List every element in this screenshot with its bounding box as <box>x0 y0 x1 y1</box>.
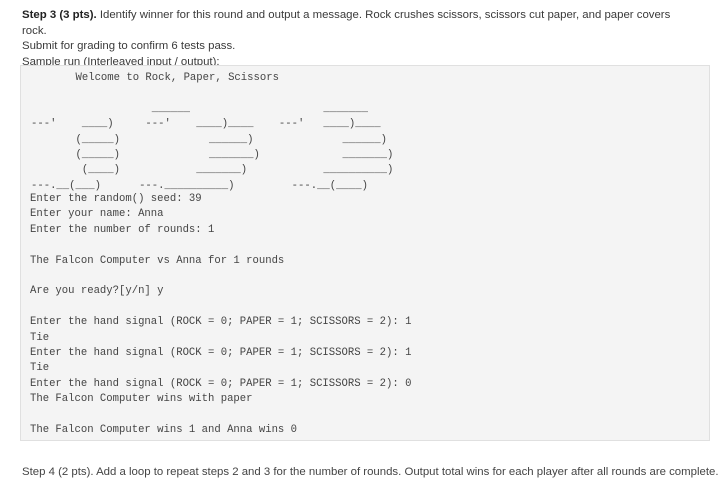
console-line: Enter the random() seed: 39 <box>30 193 202 205</box>
console-line <box>30 300 411 315</box>
console-line: The Falcon Computer wins 1 and Anna wins… <box>30 423 298 436</box>
step-3-text: Identify winner for this round and outpu… <box>22 9 671 37</box>
console-line: Enter the hand signal (ROCK = 0; PAPER =… <box>30 377 412 390</box>
step-3-instructions: Step 3 (3 pts). Identify winner for this… <box>22 8 692 70</box>
console-line <box>30 238 411 253</box>
sample-run-label: Sample run (Interleaved input / output): <box>22 55 220 68</box>
console-line: Enter the hand signal (ROCK = 0; PAPER =… <box>30 346 412 359</box>
console-line: Are you ready?[y/n] y <box>30 285 164 298</box>
console-line: Enter your name: Anna <box>30 208 164 221</box>
console-line: Tie <box>30 362 50 375</box>
console-line: The Falcon Computer vs Anna for 1 rounds <box>30 254 285 267</box>
sample-output-block: Welcome to Rock, Paper, Scissors ______ … <box>20 65 710 441</box>
console-line <box>30 269 411 284</box>
ascii-art-banner: Welcome to Rock, Paper, Scissors ______ … <box>31 72 394 192</box>
step-3-description: Step 3 (3 pts). Identify winner for this… <box>22 8 692 39</box>
console-line: Enter the number of rounds: 1 <box>30 223 215 236</box>
console-line: The Falcon Computer wins with paper <box>30 393 253 406</box>
console-output: Enter the random() seed: 39 Enter your na… <box>30 192 411 438</box>
console-line: Tie <box>30 331 50 344</box>
submit-instruction: Submit for grading to confirm 6 tests pa… <box>22 40 236 52</box>
console-line: Enter the hand signal (ROCK = 0; PAPER =… <box>30 316 412 329</box>
console-line <box>30 407 411 422</box>
step-4-instructions: Step 4 (2 pts). Add a loop to repeat ste… <box>22 466 719 478</box>
step-3-heading: Step 3 (3 pts). <box>22 9 97 21</box>
